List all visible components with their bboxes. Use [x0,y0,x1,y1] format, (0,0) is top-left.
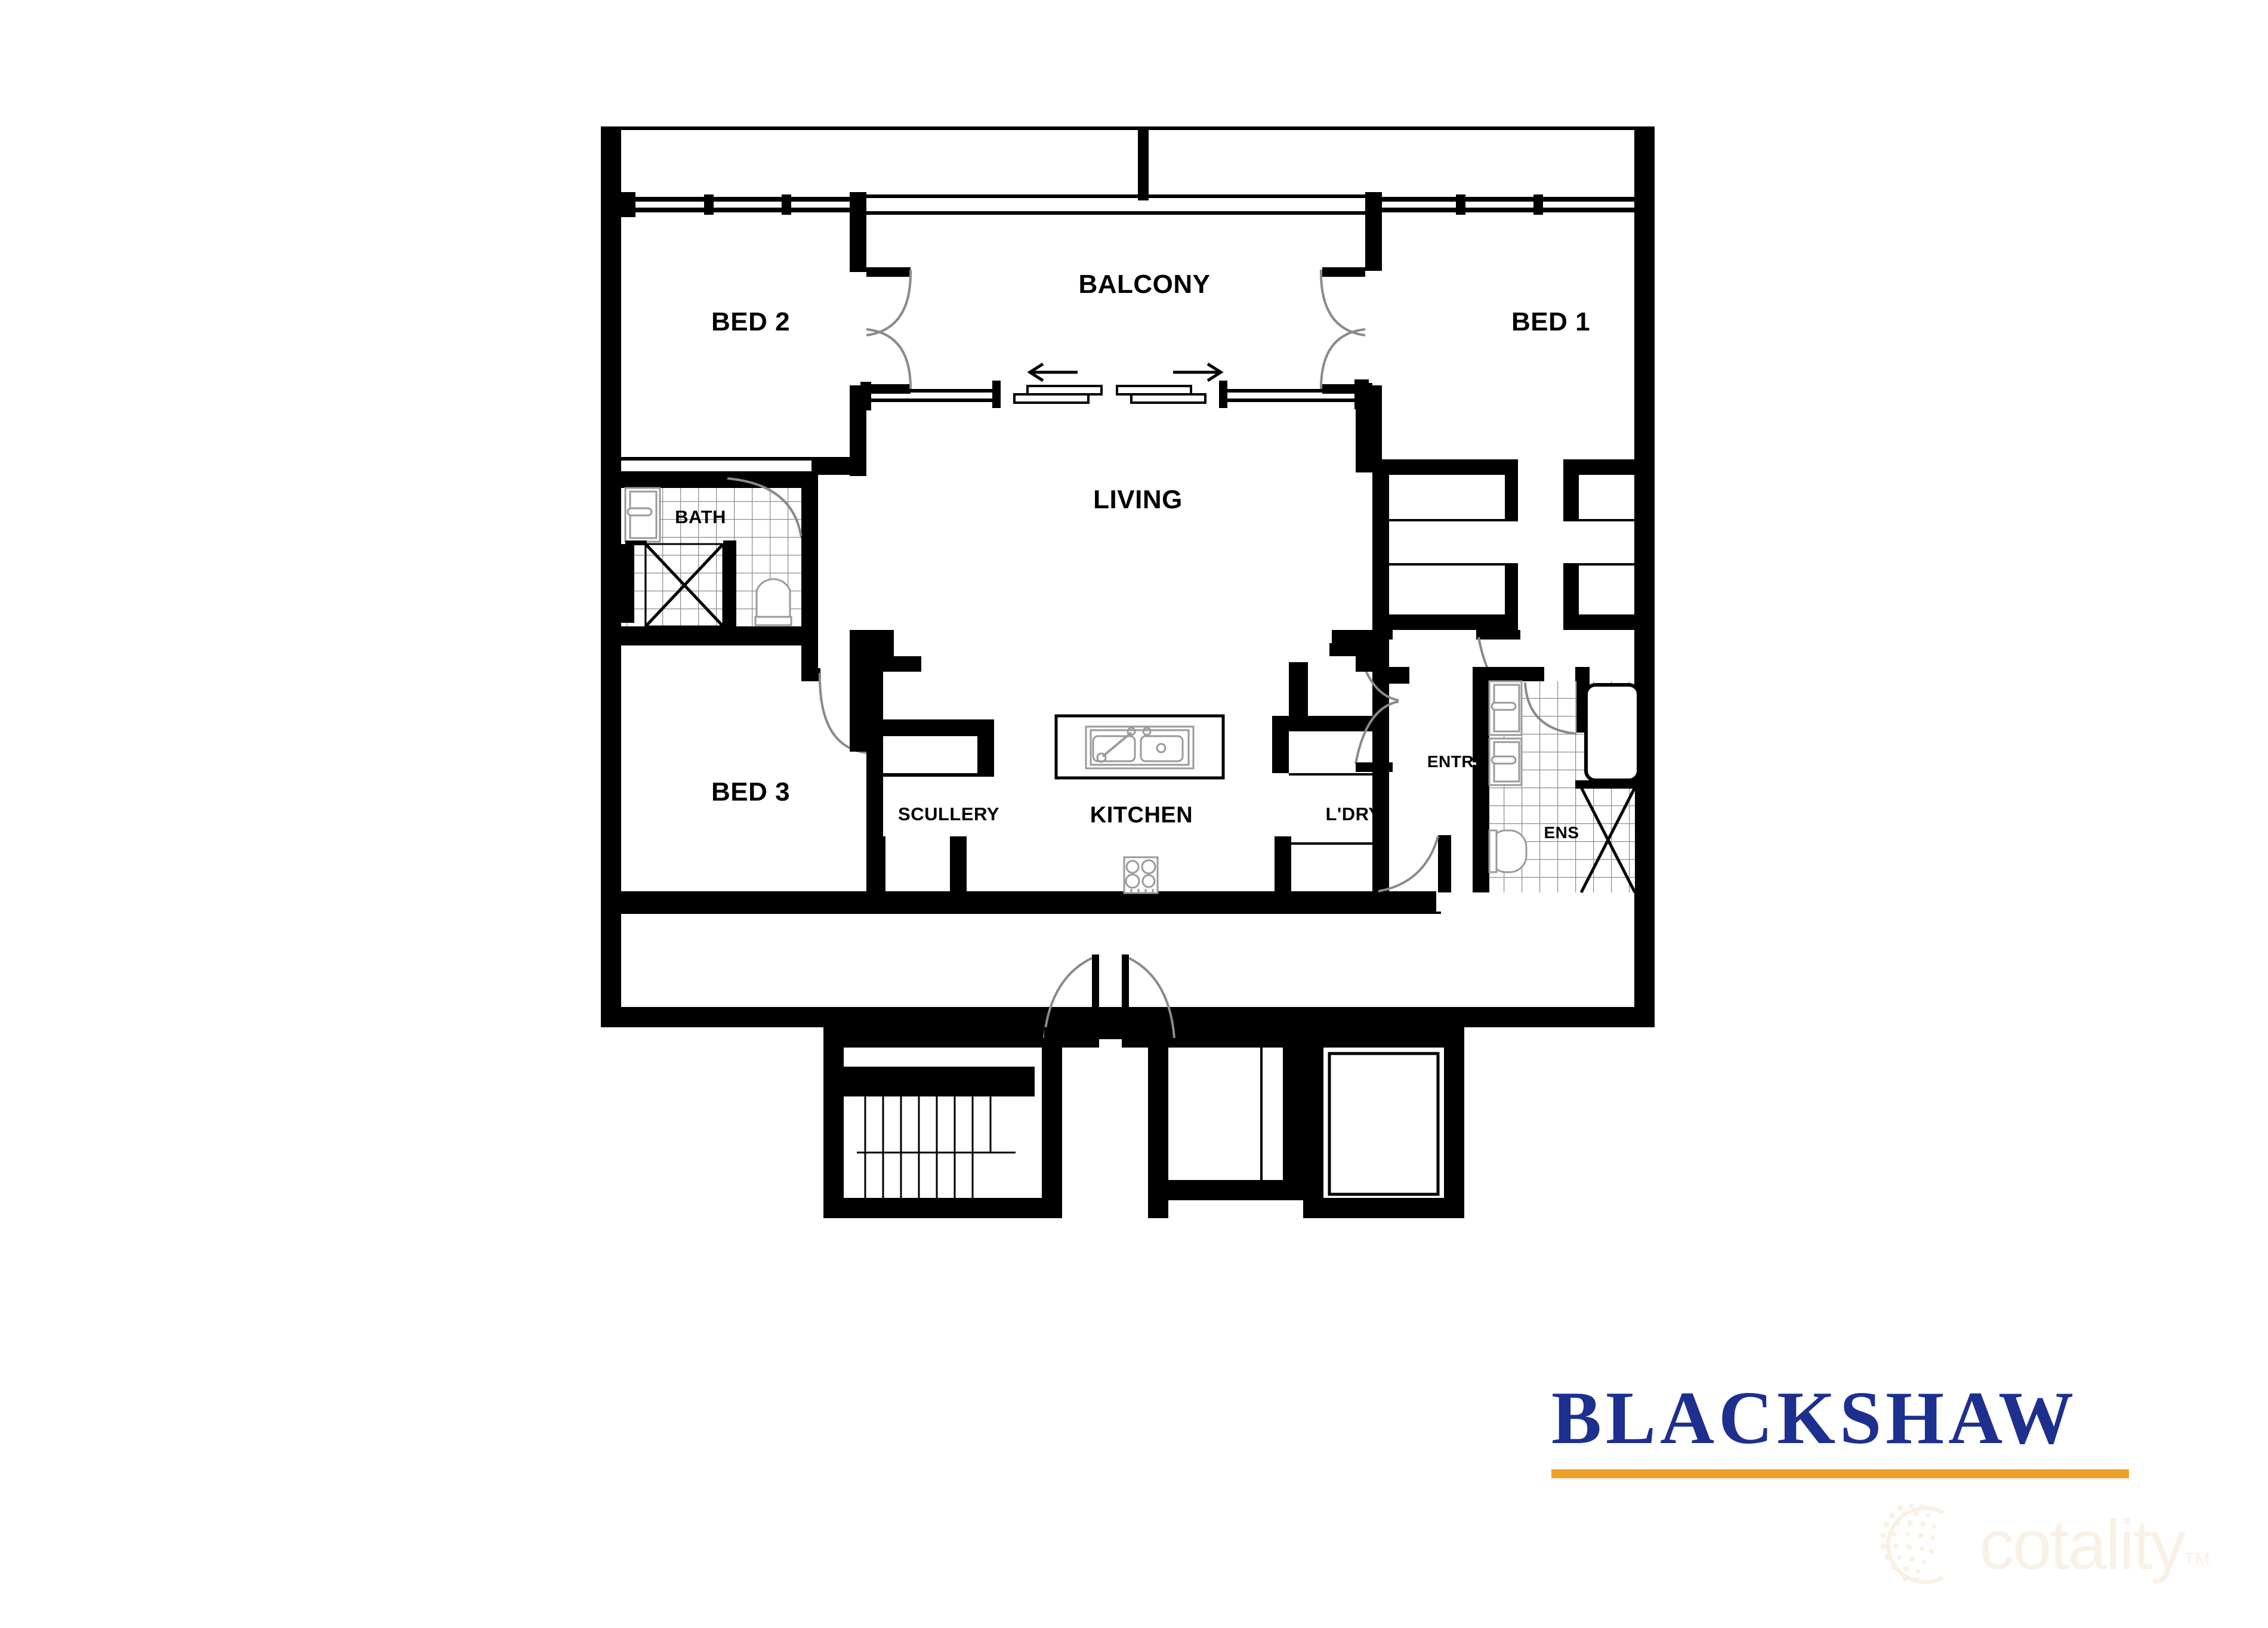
agency-wordmark: BLACKSHAW [1551,1377,2078,1460]
cotality-wordmark: cotality [1979,1506,2186,1584]
agency-logo: BLACKSHAW [1551,1377,2142,1478]
cotality-globe-icon [1880,1503,1945,1584]
cotality-trademark: TM [2184,1549,2210,1570]
wall-geometry [601,126,1655,1218]
cotality-watermark: cotalityTM [1877,1485,2211,1605]
agency-logo-rule [1551,1469,2129,1478]
